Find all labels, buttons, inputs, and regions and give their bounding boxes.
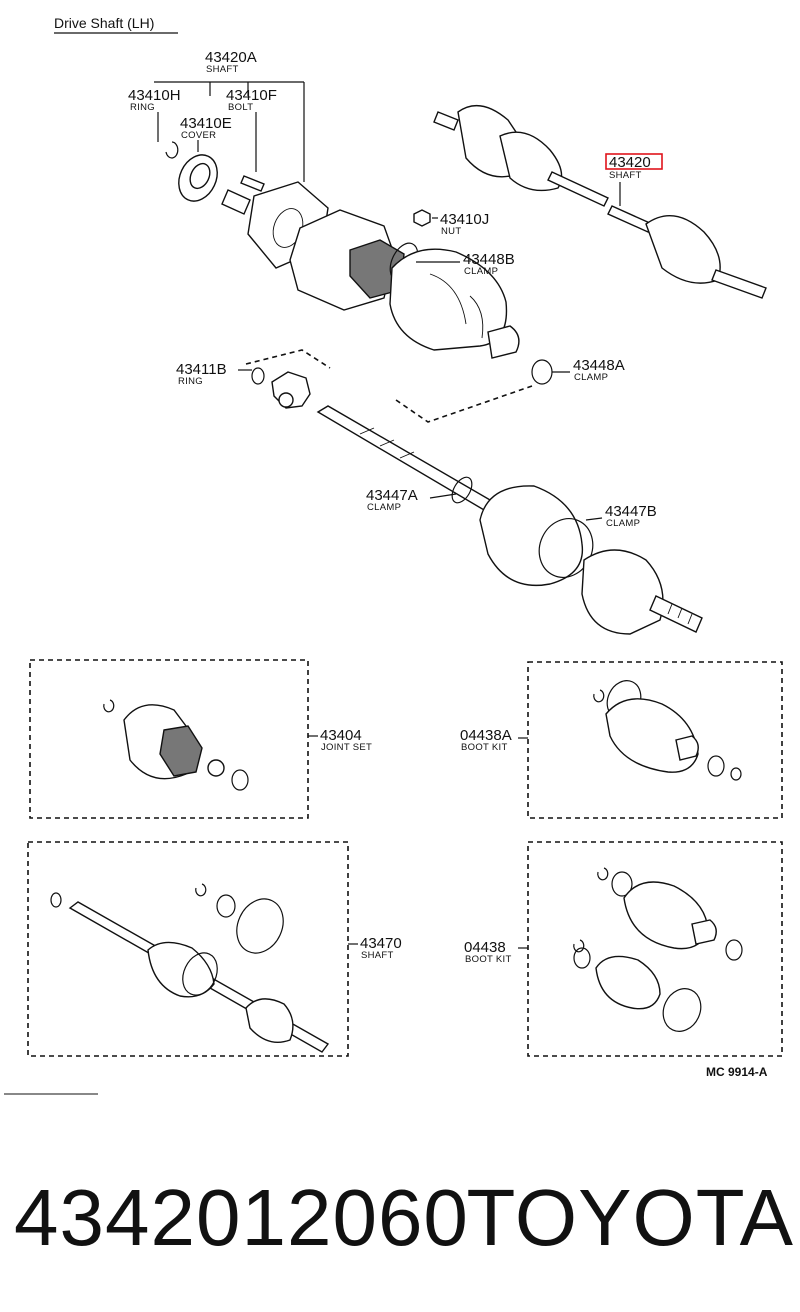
outer-joint-part [581, 549, 664, 635]
callout-04438a-sub: BOOT KIT [461, 742, 508, 753]
tripod-dashline [245, 349, 331, 369]
shaft-43470-parts [50, 883, 330, 1053]
clamp-43447a-part [451, 476, 473, 504]
callout-43448b-sub: CLAMP [464, 266, 498, 277]
callout-43447a-sub: CLAMP [367, 502, 401, 513]
callout-43404-sub: JOINT SET [321, 742, 372, 753]
callout-43420-num: 43420 [609, 154, 651, 171]
joint-set-box [29, 659, 309, 819]
clamp-43448a-part [531, 359, 553, 385]
ring-43411b-part [251, 367, 265, 385]
boot-kit-a-box [527, 661, 783, 819]
inner-boot-part [389, 248, 508, 351]
callout-43447b-sub: CLAMP [606, 518, 640, 529]
callout-43420a-sub: SHAFT [206, 64, 239, 75]
callout-43410j-num: 43410J [440, 211, 489, 228]
callout-43448a-sub: CLAMP [574, 372, 608, 383]
diagram-title: Drive Shaft (LH) [54, 15, 154, 31]
boot-kit-parts [573, 867, 743, 1032]
footer: 4342012060 TOYOTA [14, 1168, 794, 1278]
callout-43448b-num: 43448B [463, 251, 515, 268]
assembled-outer-joint [645, 215, 721, 284]
nut-43410j-part [413, 209, 431, 227]
part-number: 4342012060 [14, 1173, 469, 1262]
callout-04438-sub: BOOT KIT [465, 954, 512, 965]
diagram-code: MC 9914-A [706, 1065, 768, 1079]
callout-43411b-num: 43411B [176, 361, 227, 378]
callout-43410j-sub: NUT [441, 226, 461, 237]
bolt-43410f-part [240, 175, 265, 192]
outer-boot-part [479, 485, 584, 586]
callout-43447a-num: 43447A [366, 487, 418, 504]
callout-43410h-sub: RING [130, 102, 155, 113]
outer-stub-part [649, 595, 703, 633]
clamp-dashline [395, 385, 533, 423]
assembled-shaft-bar-2 [607, 205, 653, 233]
callout-43447b-num: 43447B [605, 503, 657, 520]
assembled-shaft [433, 104, 767, 299]
callout-43420a-num: 43420A [205, 49, 257, 66]
boot-kit-box [527, 841, 783, 1057]
inner-joint-exploded [165, 141, 553, 409]
assembled-shaft-bar-1 [547, 171, 609, 207]
callout-43411b-sub: RING [178, 376, 203, 387]
joint-set-parts [103, 699, 249, 791]
center-shaft-assembly [316, 405, 703, 635]
brand-name: TOYOTA [466, 1173, 794, 1262]
callout-43470-sub: SHAFT [361, 950, 394, 961]
boot-kit-a-parts [593, 680, 742, 781]
callout-43470-num: 43470 [360, 935, 402, 952]
callout-43410e-sub: COVER [181, 130, 216, 141]
callout-04438-num: 04438 [464, 939, 506, 956]
callout-43410h-num: 43410H [128, 87, 181, 104]
callout-43448a-num: 43448A [573, 357, 625, 374]
callout-43420-sub: SHAFT [609, 170, 642, 181]
callout-43410e-num: 43410E [180, 115, 232, 132]
assembled-outer-stub [711, 269, 767, 299]
callout-43404-num: 43404 [320, 727, 362, 744]
callout-43410f-sub: BOLT [228, 102, 253, 113]
callout-04438a-num: 04438A [460, 727, 512, 744]
highlight-box-43420 [605, 153, 663, 170]
shaft-43470-box [27, 841, 349, 1057]
callout-43410f-num: 43410F [226, 87, 277, 104]
ring-43410h-part [165, 141, 179, 159]
